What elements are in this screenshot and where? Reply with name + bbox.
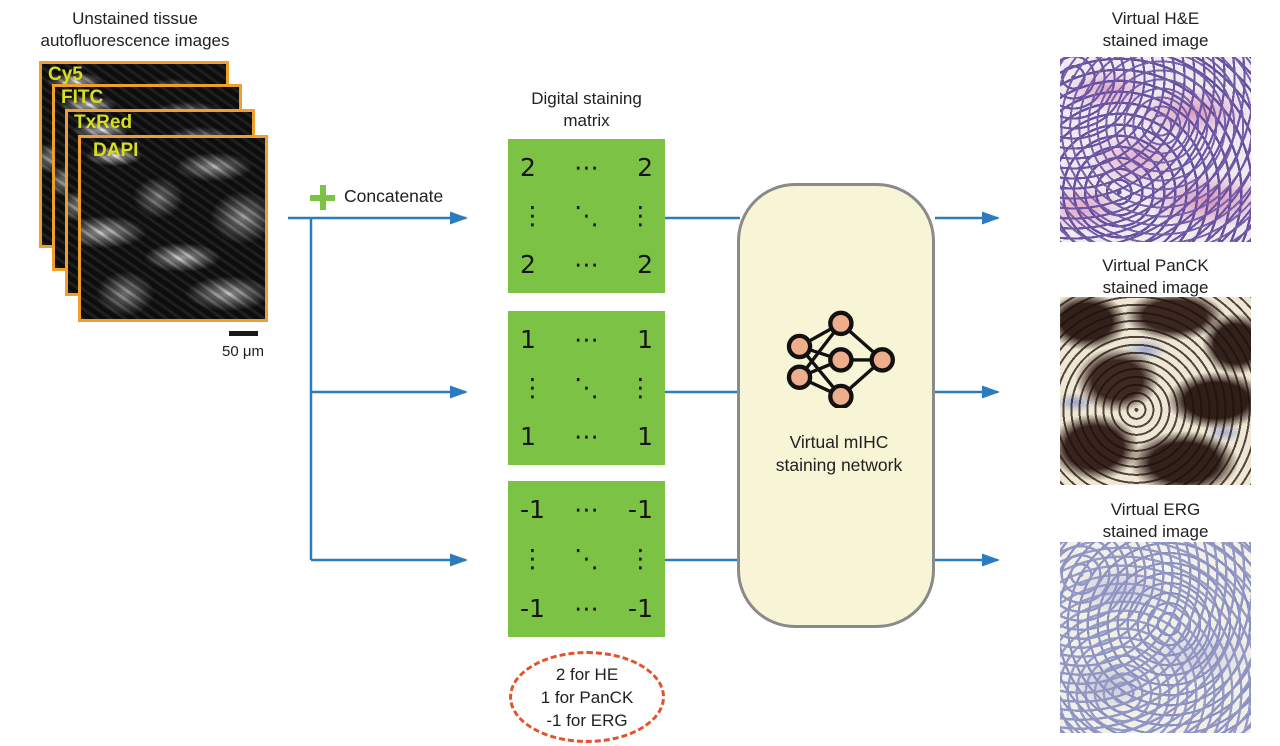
output-title-he-line1: Virtual H&E [1111, 9, 1200, 28]
matrix-cell: ⋯ [573, 324, 599, 354]
legend-line-panck: 1 for PanCK [540, 687, 634, 707]
matrix-cell: -1 [628, 495, 653, 525]
staining-matrix-panck: 1 ⋯ 1 ⋮ ⋱ ⋮ 1 ⋯ 1 [508, 311, 665, 465]
output-title-erg-line2: stained image [1102, 522, 1209, 541]
matrix-cell: ⋯ [573, 422, 599, 452]
matrix-cell: 1 [637, 422, 653, 452]
matrix-legend: 2 for HE 1 for PanCK -1 for ERG [509, 651, 665, 743]
matrix-cell: 1 [520, 324, 536, 354]
matrix-cell: 2 [637, 152, 653, 182]
scale-bar-label: 50 μm [222, 343, 264, 360]
channel-label-cy5: Cy5 [48, 64, 83, 85]
virtual-he-image [1060, 57, 1251, 242]
staining-matrix-he: 2 ⋯ 2 ⋮ ⋱ ⋮ 2 ⋯ 2 [508, 139, 665, 293]
output-title-panck: Virtual PanCK stained image [1060, 255, 1251, 299]
matrix-cell: 2 [520, 152, 536, 182]
output-title-panck-line1: Virtual PanCK [1102, 256, 1209, 275]
output-title-erg-line1: Virtual ERG [1110, 500, 1201, 519]
matrix-cell: ⋮ [520, 373, 545, 403]
autofluorescence-frame-dapi: DAPI [78, 135, 268, 322]
matrix-cell: 1 [520, 422, 536, 452]
output-title-he: Virtual H&E stained image [1060, 8, 1251, 52]
matrix-cell: ⋯ [573, 250, 599, 280]
matrix-cell: -1 [520, 593, 545, 623]
concatenate-label: Concatenate [344, 186, 444, 206]
channel-label-txred: TxRed [74, 112, 133, 133]
matrix-cell: -1 [628, 593, 653, 623]
virtual-erg-image [1060, 542, 1251, 733]
matrix-section-title: Digital staining matrix [531, 89, 642, 130]
network-label: Virtual mIHC staining network [775, 432, 903, 475]
virtual-panck-image [1060, 297, 1251, 485]
matrix-cell: ⋮ [520, 201, 545, 231]
matrix-cell: ⋮ [627, 544, 653, 574]
matrix-cell: ⋯ [573, 495, 599, 525]
output-title-panck-line2: stained image [1102, 278, 1209, 297]
matrix-cell: 2 [637, 250, 653, 280]
matrix-cell: ⋱ [573, 201, 599, 231]
matrix-cell: ⋮ [627, 201, 653, 231]
staining-network-box: Virtual mIHC staining network [737, 183, 935, 628]
plus-icon [310, 185, 335, 210]
scale-bar [229, 331, 258, 336]
output-title-erg: Virtual ERG stained image [1060, 499, 1251, 543]
matrix-cell: ⋱ [573, 373, 599, 403]
matrix-cell: ⋯ [573, 152, 599, 182]
output-title-he-line2: stained image [1102, 31, 1209, 50]
matrix-cell: ⋮ [520, 544, 545, 574]
matrix-cell: ⋮ [627, 373, 653, 403]
channel-label-fitc: FITC [61, 87, 104, 108]
matrix-cell: -1 [520, 495, 545, 525]
channel-label-dapi: DAPI [93, 140, 139, 161]
neural-network-icon [786, 310, 895, 408]
left-panel-title: Unstained tissue autofluorescence images [40, 9, 230, 50]
legend-line-he: 2 for HE [555, 664, 619, 684]
matrix-cell: 1 [637, 324, 653, 354]
matrix-cell: ⋱ [573, 544, 599, 574]
matrix-cell: 2 [520, 250, 536, 280]
matrix-cell: ⋯ [573, 593, 599, 623]
legend-line-erg: -1 for ERG [546, 710, 628, 730]
staining-matrix-erg: -1 ⋯ -1 ⋮ ⋱ ⋮ -1 ⋯ -1 [508, 481, 665, 637]
